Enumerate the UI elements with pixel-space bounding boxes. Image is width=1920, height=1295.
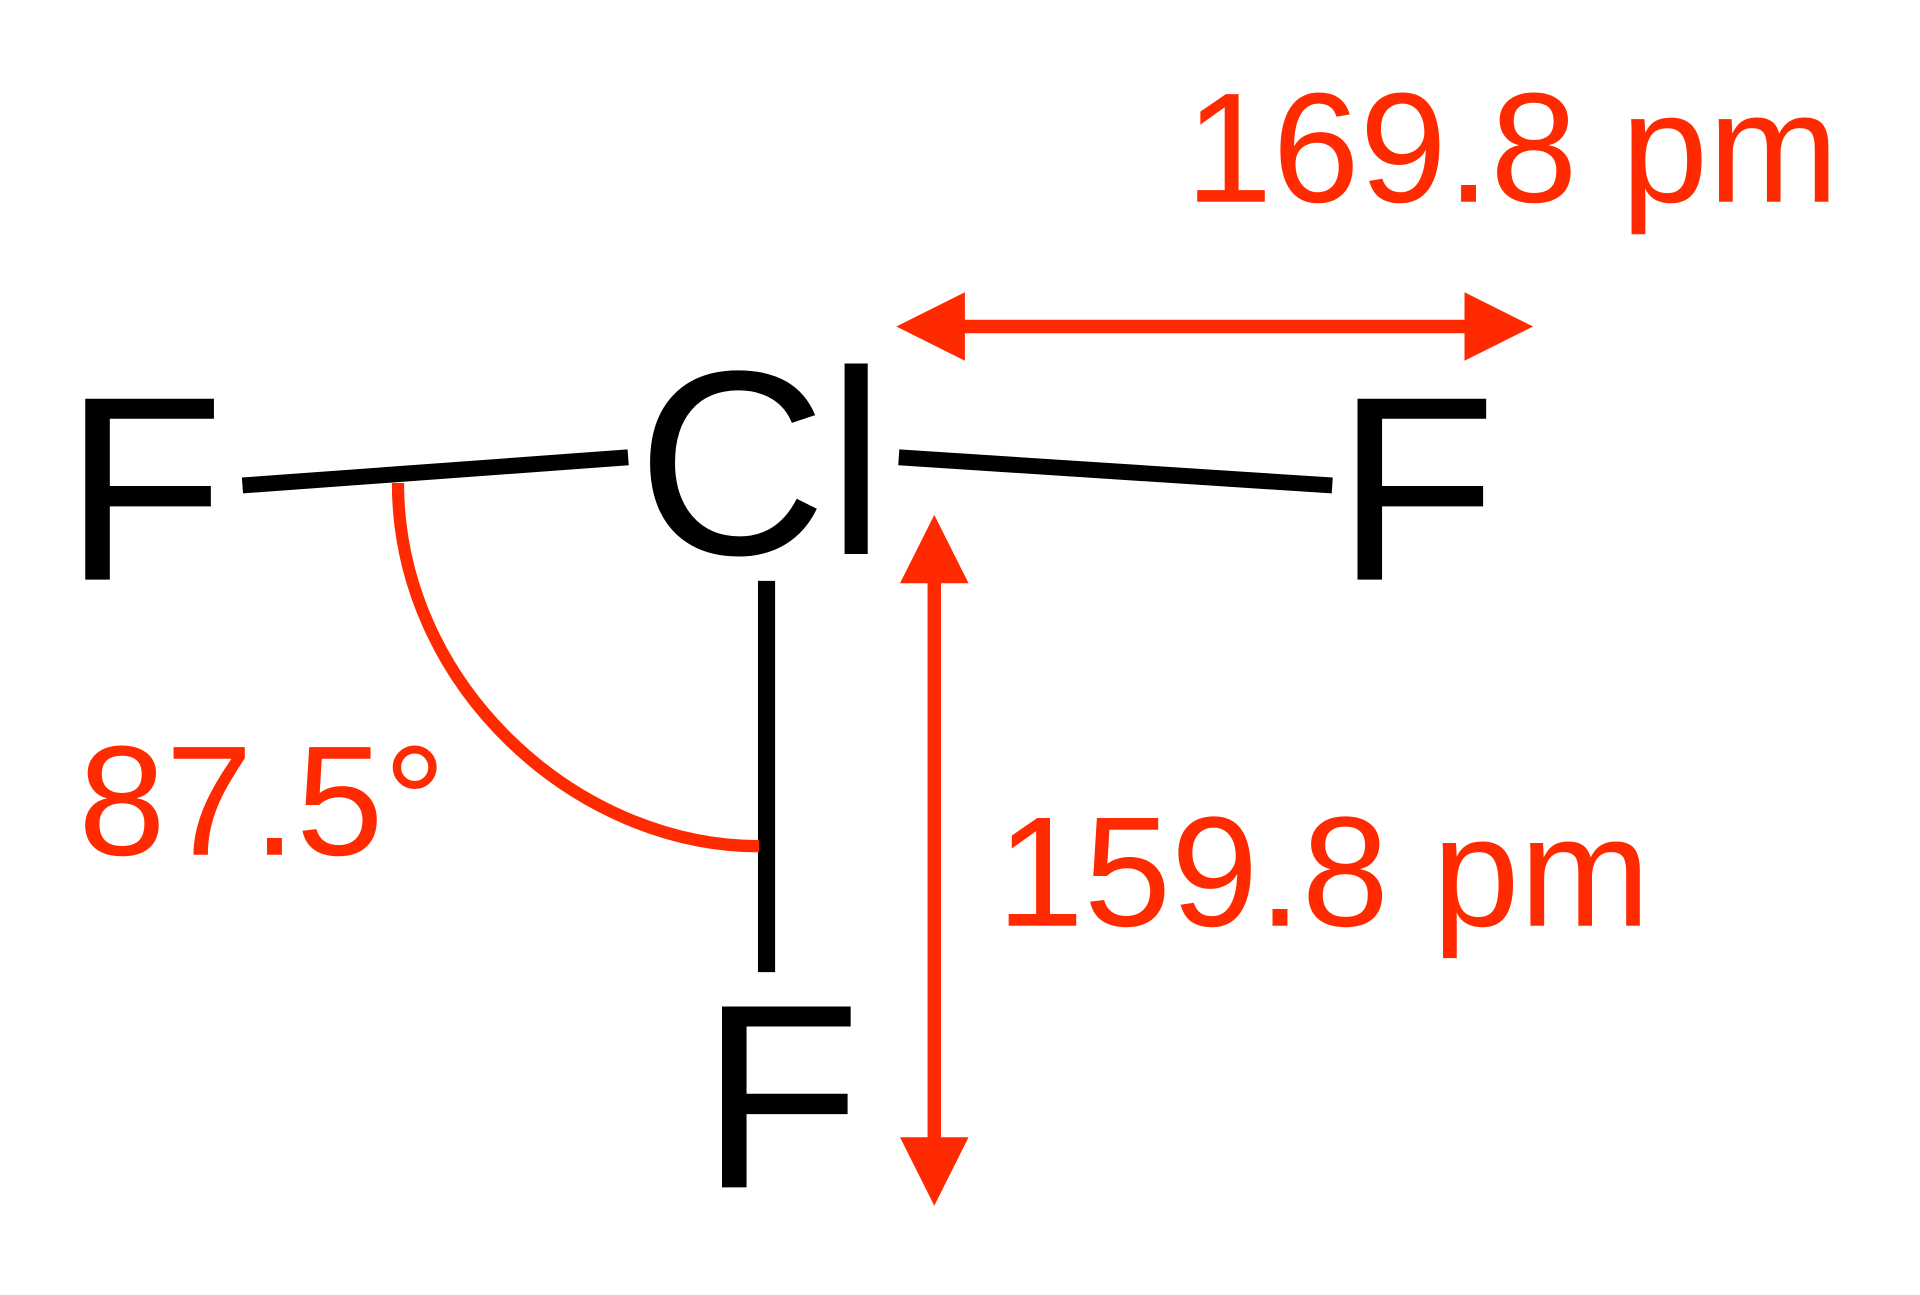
arrowhead-right xyxy=(1464,292,1534,361)
bond-cl-f-left xyxy=(241,449,629,494)
atom-f-right: F xyxy=(1336,342,1497,636)
bond-angle-arc xyxy=(391,483,760,853)
atom-f-bottom: F xyxy=(700,950,861,1244)
equatorial-length-arrow xyxy=(896,292,1534,361)
arrowhead-top xyxy=(900,514,969,584)
arrowhead-bottom xyxy=(900,1137,969,1206)
arrowhead-left xyxy=(896,292,965,361)
bond-angle-label: 87.5° xyxy=(78,714,446,889)
axial-bond-length-label: 159.8 pm xyxy=(997,785,1650,960)
bond-cl-f-right xyxy=(898,449,1333,494)
axial-length-arrow xyxy=(900,514,969,1206)
atom-cl-central: Cl xyxy=(637,316,886,610)
equatorial-bond-length-label: 169.8 pm xyxy=(1185,61,1838,236)
atom-f-left: F xyxy=(64,342,225,636)
